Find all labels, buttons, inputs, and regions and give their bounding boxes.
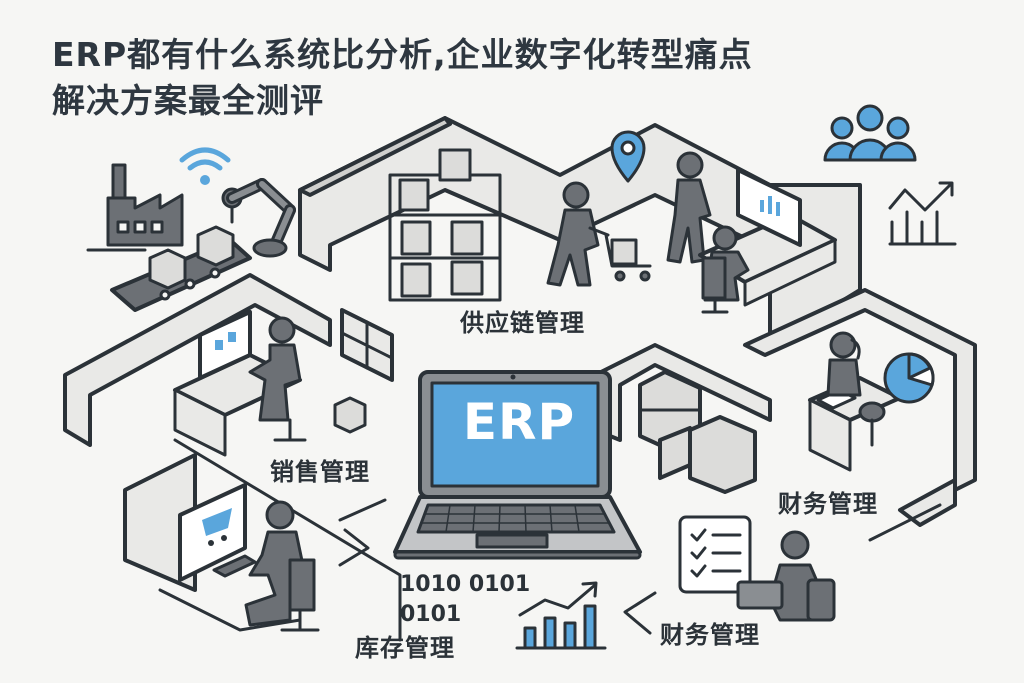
worker-pushing-cart	[546, 181, 652, 287]
storage-shelf	[388, 148, 502, 302]
shopping-cart-icon	[202, 508, 232, 546]
sales-label: 销售管理	[270, 458, 370, 486]
worker-walking	[666, 151, 712, 264]
finance-workstation	[808, 331, 902, 472]
finance-storage-boxes	[638, 370, 757, 494]
page-title-line2: 解决方案最全测评	[52, 81, 324, 120]
location-pin-icon	[610, 130, 646, 183]
label-sales: 销售管理	[270, 458, 370, 486]
factory-icon	[86, 163, 184, 252]
binary-code-line1: 1010 0101	[400, 572, 531, 597]
inventory-label: 库存管理	[355, 634, 455, 662]
label-finance-bottom: 财务管理	[660, 621, 760, 649]
laptop-screen-erp-text: ERP	[462, 393, 576, 451]
conveyor-belt-icon	[110, 225, 252, 312]
wifi-icon	[179, 147, 231, 185]
growth-bar-chart-icon	[515, 581, 607, 650]
analyst-at-desk	[698, 168, 837, 314]
robot-arm-icon	[221, 178, 296, 258]
label-supply-chain: 供应链管理	[460, 309, 585, 337]
label-inventory: 库存管理	[355, 634, 455, 662]
binary-code-line2: 0101	[400, 602, 462, 627]
arrow-laptop-connector	[338, 528, 370, 567]
checklist-icon	[678, 515, 752, 594]
arrow-left-connector	[623, 591, 657, 635]
supply-chain-label: 供应链管理	[460, 309, 585, 337]
laptop-icon	[393, 370, 642, 560]
inventory-workstation	[178, 483, 320, 632]
page-title-line1: ERP都有什么系统比分析,企业数字化转型痛点	[52, 35, 753, 74]
finance-right-label: 财务管理	[778, 490, 878, 518]
sales-workstation	[173, 308, 394, 457]
label-finance-right: 财务管理	[778, 490, 878, 518]
finance-bottom-worker	[736, 530, 836, 622]
team-icon	[823, 104, 917, 162]
line-bar-chart-icon	[888, 181, 957, 246]
finance-bottom-label: 财务管理	[660, 621, 760, 649]
pie-chart-icon	[883, 352, 935, 404]
